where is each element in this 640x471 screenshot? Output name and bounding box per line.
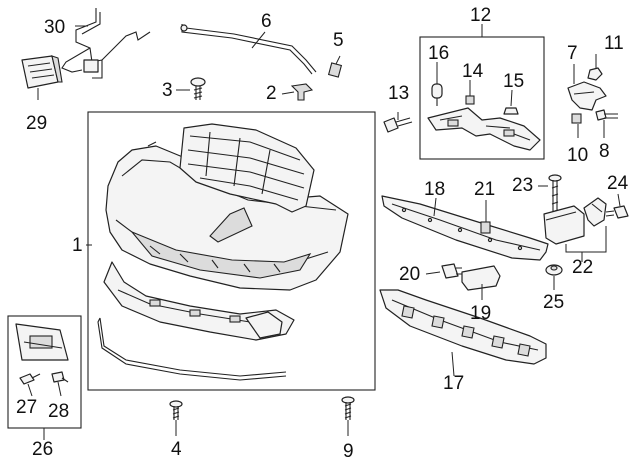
callout-16: 16: [428, 43, 450, 64]
part-8-bolt: [595, 109, 618, 121]
part-19-bracket: [461, 265, 501, 291]
callout-30: 30: [44, 17, 66, 38]
part-29-module: [21, 55, 63, 89]
part-11-nut: [587, 67, 603, 81]
part-4-screw: [169, 400, 183, 420]
callout-2: 2: [266, 83, 277, 104]
callout-24: 24: [607, 173, 629, 194]
callout-3: 3: [162, 80, 173, 101]
callout-12: 12: [470, 5, 492, 26]
part-17-absorber: [379, 289, 547, 365]
callout-11: 11: [604, 33, 624, 54]
callout-23: 23: [512, 175, 534, 196]
callout-15: 15: [503, 71, 525, 92]
part-6-rod: [180, 24, 317, 75]
part-9-screw: [341, 396, 355, 420]
part-1-lower-grille: [103, 261, 295, 341]
part-12-bracket: [427, 107, 541, 151]
callout-7: 7: [567, 43, 578, 64]
part-10-clip: [571, 113, 582, 124]
callout-10: 10: [567, 145, 589, 166]
callout-22: 22: [572, 257, 594, 278]
callout-17: 17: [443, 373, 465, 394]
callout-29: 29: [26, 113, 48, 134]
part-18-beam: [381, 195, 549, 261]
part-22-bracket: [543, 197, 607, 245]
callout-26: 26: [32, 439, 54, 460]
leader-lines: [27, 24, 621, 440]
part-28-screw: [51, 371, 69, 383]
part-7-bracket: [567, 81, 607, 111]
part-24-bolt: [605, 205, 629, 219]
part-26-license-bracket: [15, 323, 69, 361]
part-25-nut: [545, 264, 563, 276]
callout-8: 8: [599, 141, 610, 162]
part-1-trim-strip: [97, 317, 287, 381]
bumper-assembly-box: [87, 111, 376, 391]
callout-21: 21: [474, 179, 496, 200]
part-13-bolt: [383, 117, 413, 133]
callout-6: 6: [261, 11, 272, 32]
part-1-bumper-cover: [105, 141, 349, 291]
callout-1: 1: [72, 235, 83, 256]
callout-19: 19: [470, 303, 492, 324]
callout-18: 18: [424, 179, 446, 200]
callout-20: 20: [399, 264, 421, 285]
part-2-clip: [290, 83, 314, 101]
callout-9: 9: [343, 441, 354, 462]
part-27-screw: [19, 373, 41, 385]
part-15-fastener: [503, 107, 519, 115]
part-21-clip: [480, 221, 491, 234]
part-14-clip: [465, 95, 475, 105]
part-3-screw: [190, 77, 206, 100]
part-16-pin: [431, 83, 443, 106]
callout-13: 13: [388, 83, 410, 104]
part-30-bracket: [61, 8, 151, 79]
callout-28: 28: [48, 401, 70, 422]
callout-27: 27: [16, 397, 38, 418]
callout-5: 5: [333, 30, 344, 51]
callout-25: 25: [543, 292, 565, 313]
part-20-bolt: [441, 263, 462, 279]
callout-14: 14: [462, 61, 484, 82]
part-1-grille: [179, 123, 315, 213]
part-5-clip: [327, 62, 343, 78]
callout-4: 4: [171, 439, 182, 460]
